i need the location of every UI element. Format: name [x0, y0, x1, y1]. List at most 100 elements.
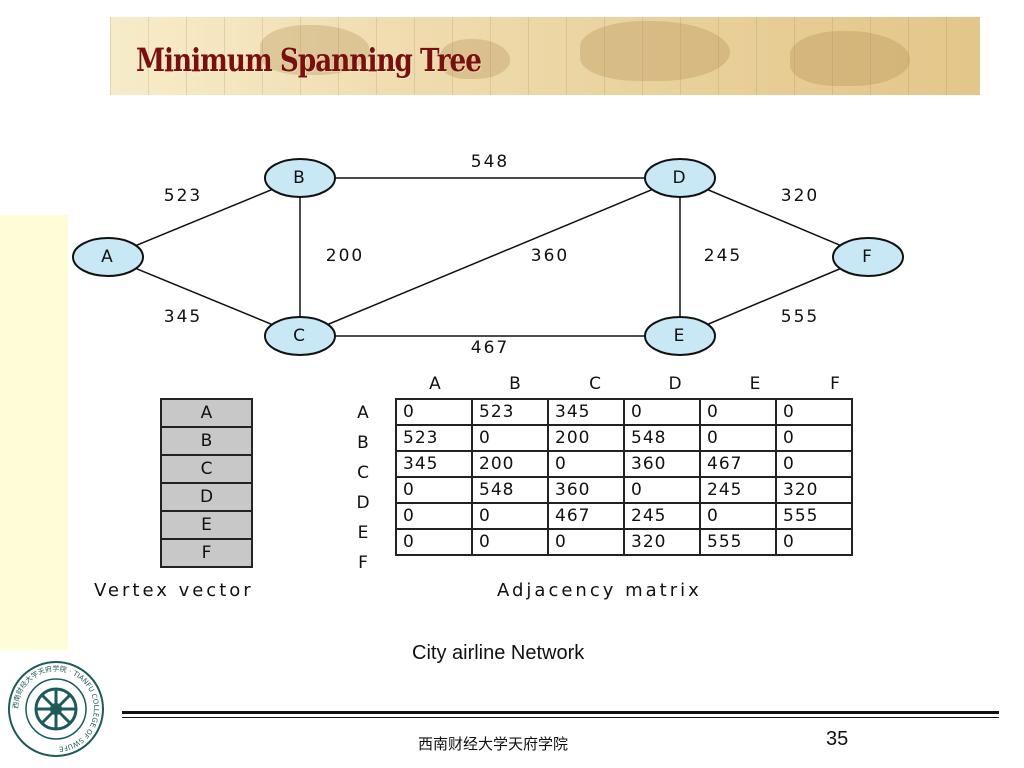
slide-title: Minimum Spanning Tree: [136, 41, 482, 79]
matrix-cell: 0: [547, 528, 625, 556]
node-f: F: [832, 237, 904, 277]
node-shape: [264, 158, 336, 198]
node-label: B: [293, 168, 307, 188]
node-label: F: [862, 247, 874, 267]
matrix-cell: 0: [699, 424, 777, 452]
edge-a-b: [107, 177, 301, 258]
matrix-cell: 0: [395, 476, 473, 504]
matrix-cell: 0: [775, 528, 853, 556]
footer-rule: [122, 711, 999, 714]
edge-weight-a-b: 523: [164, 186, 202, 206]
matrix-cell: 360: [623, 450, 701, 478]
edge-a-c: [107, 256, 301, 337]
node-shape: [832, 237, 904, 277]
matrix-cell: 320: [623, 528, 701, 556]
matrix-cell: 0: [623, 476, 701, 504]
vertex-cell: D: [160, 482, 253, 512]
edge-weight-c-d: 360: [531, 246, 569, 266]
matrix-cell: 0: [547, 450, 625, 478]
matrix-column-header: B: [509, 374, 521, 394]
matrix-cell: 548: [471, 476, 549, 504]
matrix-cell: 523: [471, 398, 549, 426]
matrix-column-header: E: [749, 374, 761, 394]
matrix-cell: 467: [547, 502, 625, 530]
left-accent-strip: [0, 215, 68, 650]
matrix-column-header: F: [830, 374, 840, 394]
node-d: D: [644, 158, 716, 198]
college-logo-icon: 西南财经大学天府学院 · TIANFU COLLEGE OF SWUFE: [8, 661, 104, 757]
matrix-cell: 467: [699, 450, 777, 478]
vertex-cell: F: [160, 538, 253, 568]
node-b: B: [264, 158, 336, 198]
map-land-decoration: [260, 25, 370, 75]
map-land-decoration: [440, 39, 510, 79]
matrix-cell: 360: [547, 476, 625, 504]
matrix-cell: 0: [699, 502, 777, 530]
matrix-cell: 0: [775, 398, 853, 426]
edge-e-f: [679, 256, 869, 337]
edge-weight-e-f: 555: [781, 307, 819, 327]
matrix-cell: 320: [775, 476, 853, 504]
map-grid-decoration: [110, 17, 980, 95]
matrix-cell: 0: [775, 450, 853, 478]
matrix-cell: 245: [623, 502, 701, 530]
matrix-cell: 555: [775, 502, 853, 530]
edge-d-f: [679, 177, 869, 258]
vertex-cell: E: [160, 510, 253, 540]
node-c: C: [264, 316, 336, 356]
matrix-cell: 0: [699, 398, 777, 426]
matrix-column-header: C: [589, 374, 601, 394]
matrix-cell: 523: [395, 424, 473, 452]
matrix-row-header: B: [357, 433, 369, 453]
matrix-cell: 345: [547, 398, 625, 426]
node-a: A: [72, 237, 144, 277]
matrix-row-header: D: [356, 493, 370, 513]
matrix-cell: 0: [395, 398, 473, 426]
matrix-cell: 245: [699, 476, 777, 504]
map-land-decoration: [580, 21, 730, 81]
footer-rule-thin: [122, 717, 999, 718]
matrix-cell: 0: [471, 502, 549, 530]
matrix-cell: 0: [471, 424, 549, 452]
matrix-row-header: E: [357, 523, 369, 543]
node-shape: [644, 158, 716, 198]
matrix-cell: 0: [395, 502, 473, 530]
matrix-row-header: A: [357, 403, 369, 423]
matrix-column-header: A: [429, 374, 441, 394]
edge-c-d: [299, 177, 681, 337]
adjacency-matrix-caption: Adjacency matrix: [497, 580, 702, 601]
matrix-cell: 0: [395, 528, 473, 556]
vertex-row: F: [160, 538, 253, 568]
node-label: E: [674, 326, 687, 346]
vertex-cell: B: [160, 426, 253, 456]
edge-weight-b-c: 200: [326, 246, 364, 266]
matrix-cell: 0: [471, 528, 549, 556]
vertex-row: A: [160, 398, 253, 428]
vertex-row: C: [160, 454, 253, 484]
footer-college-name: 西南财经大学天府学院: [418, 735, 569, 753]
matrix-column-header: D: [668, 374, 682, 394]
node-shape: [72, 237, 144, 277]
title-banner: Minimum Spanning Tree: [110, 17, 980, 95]
node-shape: [264, 316, 336, 356]
node-label: A: [101, 247, 115, 267]
matrix-cell: 200: [471, 450, 549, 478]
matrix-cell: 200: [547, 424, 625, 452]
edge-weight-b-d: 548: [471, 152, 509, 172]
map-land-decoration: [790, 31, 910, 86]
vertex-row: D: [160, 482, 253, 512]
node-e: E: [644, 316, 716, 356]
matrix-column-headers: A B C D E F: [395, 374, 875, 394]
matrix-cell: 555: [699, 528, 777, 556]
node-shape: [644, 316, 716, 356]
node-label: D: [672, 168, 687, 188]
vertex-vector-caption: Vertex vector: [94, 580, 254, 601]
matrix-cell: 0: [623, 398, 701, 426]
